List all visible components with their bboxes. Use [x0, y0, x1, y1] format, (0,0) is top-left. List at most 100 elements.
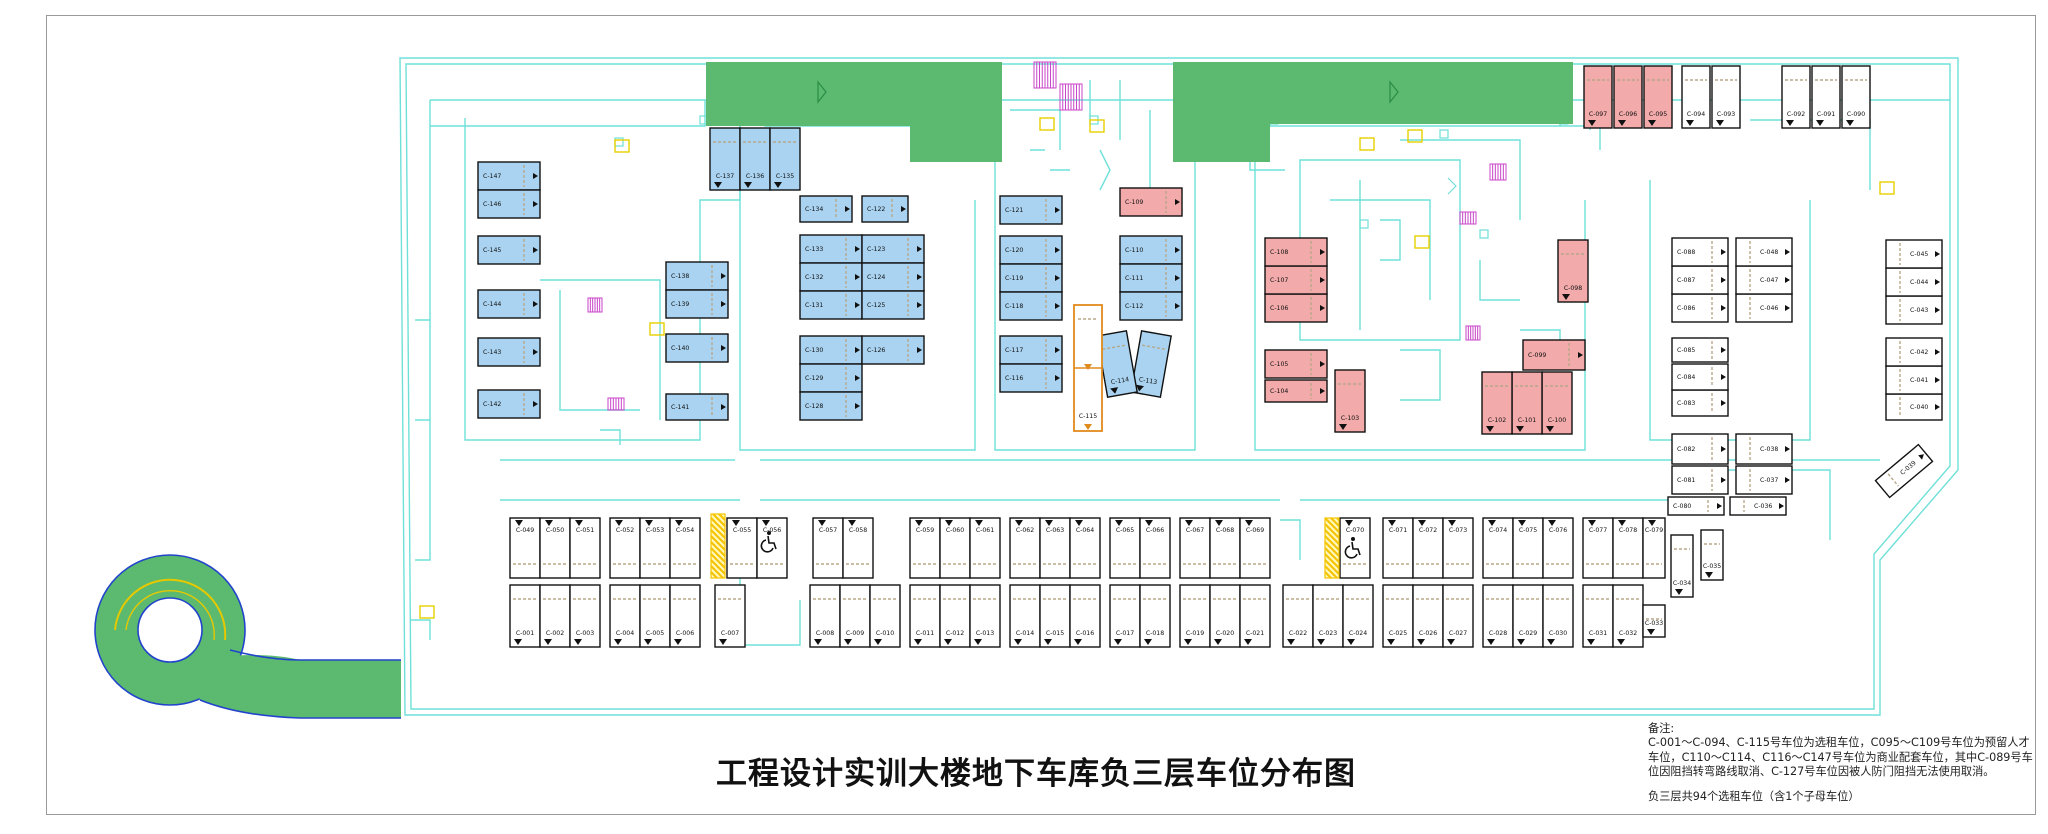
space-label: C-002 [546, 630, 564, 637]
space-label: C-140 [671, 345, 689, 352]
space-label: C-109 [1125, 199, 1143, 206]
parking-space: C-005 [639, 584, 671, 648]
space-outline [639, 584, 671, 648]
space-label: C-078 [1619, 527, 1637, 534]
parking-space: C-033 [1642, 604, 1666, 638]
parking-space: C-102 [1481, 371, 1513, 435]
parking-space: C-128 [799, 391, 863, 421]
space-outline [1811, 65, 1841, 129]
space-label: C-080 [1673, 503, 1691, 510]
space-label: C-074 [1489, 527, 1507, 534]
space-outline [1442, 584, 1474, 648]
space-outline [1139, 584, 1171, 648]
parking-space: C-104 [1264, 379, 1328, 403]
space-label: C-025 [1389, 630, 1407, 637]
parking-space: C-081 [1671, 465, 1729, 495]
space-label: C-052 [616, 527, 634, 534]
drawing-border [46, 15, 2036, 815]
parking-space: C-111 [1119, 263, 1183, 293]
parking-space: C-115 [1073, 304, 1103, 432]
parking-space: C-025 [1382, 584, 1414, 648]
space-outline [739, 127, 771, 191]
space-outline [477, 235, 541, 265]
space-outline [999, 263, 1063, 293]
parking-space: C-094 [1681, 65, 1711, 129]
space-label: C-098 [1564, 285, 1582, 292]
space-outline [1382, 584, 1414, 648]
space-outline [861, 335, 925, 365]
parking-space: C-044 [1885, 267, 1943, 297]
parking-space: C-066 [1139, 517, 1171, 579]
parking-space: C-029 [1512, 584, 1544, 648]
parking-space: C-098 [1557, 239, 1589, 303]
accessible-parking-icon [760, 531, 777, 553]
parking-space: C-140 [665, 333, 729, 363]
parking-space: C-078 [1612, 517, 1644, 579]
space-outline [1667, 496, 1725, 516]
space-label: C-041 [1910, 377, 1928, 384]
space-outline [1119, 291, 1183, 321]
space-outline [1885, 337, 1943, 367]
parking-space: C-137 [709, 127, 741, 191]
space-label: C-062 [1016, 527, 1034, 534]
space-outline [1039, 517, 1071, 579]
parking-space: C-085 [1671, 337, 1729, 363]
space-label: C-065 [1116, 527, 1134, 534]
space-label: C-050 [546, 527, 564, 534]
space-outline [1670, 534, 1694, 598]
space-label: C-055 [733, 527, 751, 534]
parking-space: C-099 [1522, 339, 1586, 371]
space-label: C-090 [1847, 111, 1865, 118]
space-outline [639, 517, 671, 579]
parking-space: C-068 [1209, 517, 1241, 579]
parking-space: C-039 [1874, 443, 1934, 499]
parking-space: C-028 [1482, 584, 1514, 648]
space-outline [539, 584, 571, 648]
space-label: C-143 [483, 349, 501, 356]
space-outline [1119, 235, 1183, 265]
space-label: C-037 [1760, 477, 1778, 484]
space-outline [1512, 584, 1544, 648]
space-label: C-129 [805, 375, 823, 382]
space-label: C-061 [976, 527, 994, 534]
space-label: C-123 [867, 246, 885, 253]
parking-space: C-122 [861, 195, 909, 223]
space-outline [1511, 371, 1543, 435]
space-outline [1264, 237, 1328, 267]
parking-space: C-063 [1039, 517, 1071, 579]
space-label: C-082 [1677, 446, 1695, 453]
space-outline [861, 234, 925, 264]
space-outline [969, 517, 1001, 579]
space-label: C-057 [819, 527, 837, 534]
parking-space: C-132 [799, 262, 863, 292]
space-outline [1583, 65, 1613, 129]
space-outline [1612, 584, 1644, 648]
parking-space: C-071 [1382, 517, 1414, 579]
space-outline [539, 517, 571, 579]
parking-space: C-050 [539, 517, 571, 579]
space-label: C-008 [816, 630, 834, 637]
space-label: C-088 [1677, 249, 1695, 256]
space-outline [1442, 517, 1474, 579]
space-outline [665, 393, 729, 421]
parking-space: C-113 [1130, 330, 1172, 398]
space-outline [1069, 584, 1101, 648]
space-label: C-072 [1419, 527, 1437, 534]
space-label: C-092 [1787, 111, 1805, 118]
space-outline [1671, 237, 1729, 267]
parking-space: C-042 [1885, 337, 1943, 367]
parking-space: C-040 [1885, 393, 1943, 421]
space-outline [1700, 529, 1724, 581]
parking-space: C-038 [1735, 433, 1793, 465]
space-label: C-119 [1005, 275, 1023, 282]
space-outline [1541, 371, 1573, 435]
space-label: C-102 [1488, 417, 1506, 424]
parking-space: C-120 [999, 235, 1063, 265]
space-label: C-036 [1754, 503, 1772, 510]
parking-space: C-032 [1612, 584, 1644, 648]
parking-space: C-017 [1109, 584, 1141, 648]
parking-space: C-006 [669, 584, 701, 648]
space-outline [1671, 293, 1729, 323]
parking-space: C-013 [969, 584, 1001, 648]
space-label: C-013 [976, 630, 994, 637]
